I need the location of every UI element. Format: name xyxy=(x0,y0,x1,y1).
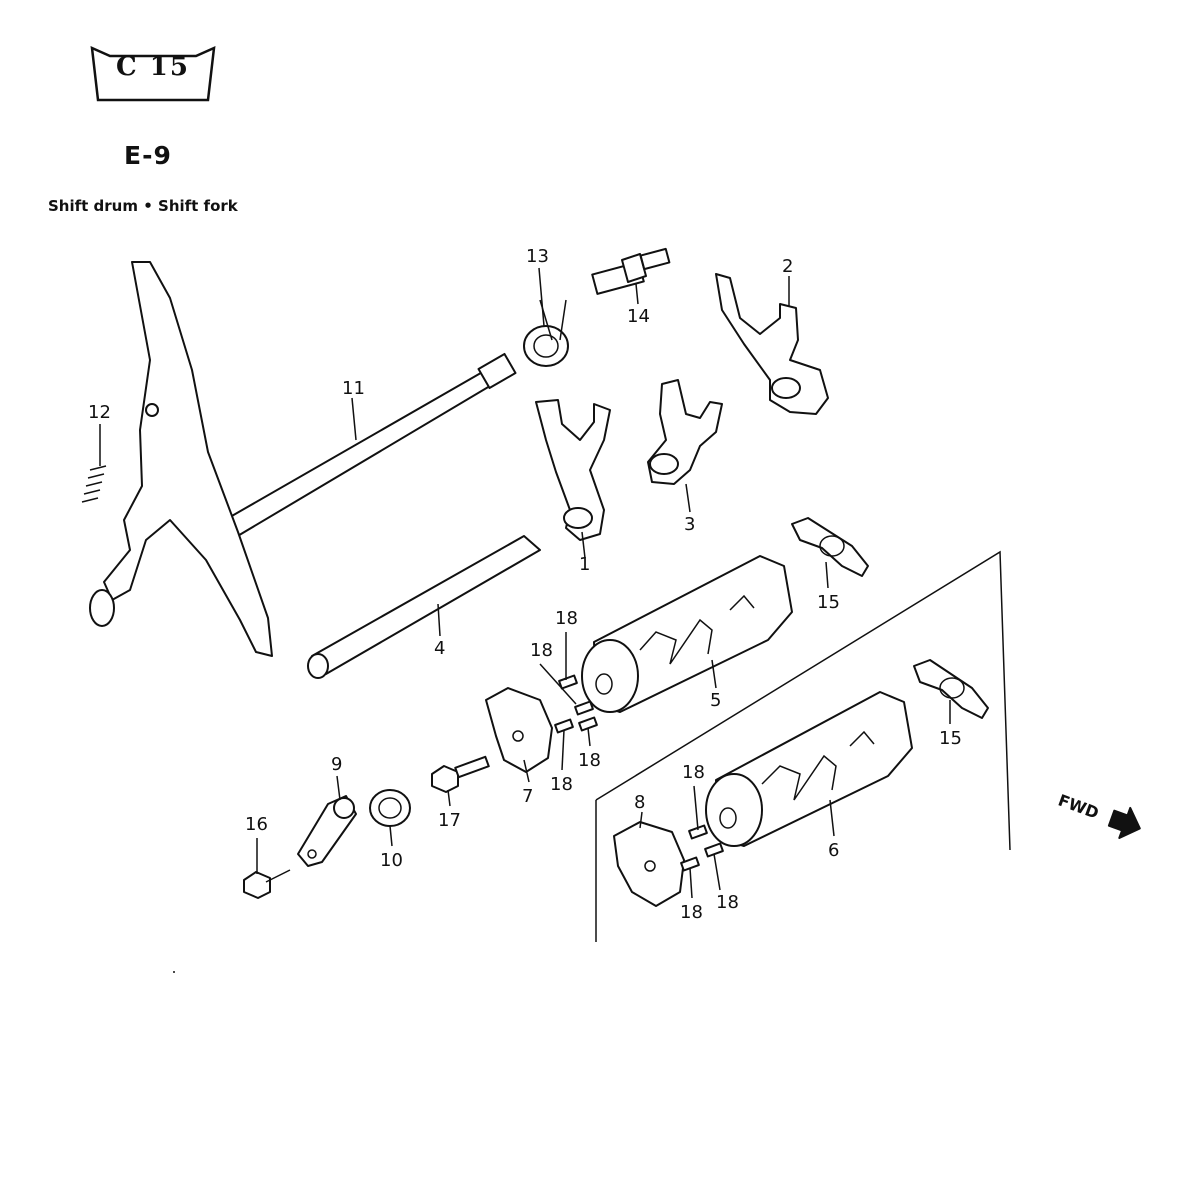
callout-18-g: 18 xyxy=(716,892,739,913)
subassembly-frame xyxy=(595,550,1011,942)
callout-1: 1 xyxy=(579,554,590,575)
callout-18-d: 18 xyxy=(578,750,601,771)
part-spring-small[interactable] xyxy=(81,465,107,503)
callout-13: 13 xyxy=(526,246,549,267)
part-shift-drum-lower[interactable] xyxy=(705,691,913,847)
callout-18-f: 18 xyxy=(680,902,703,923)
section-code: E-9 xyxy=(124,141,172,170)
badge-frame xyxy=(90,45,216,102)
callout-3: 3 xyxy=(684,514,695,535)
callout-5: 5 xyxy=(710,690,721,711)
part-hex-bolt[interactable] xyxy=(431,755,490,793)
callout-9: 9 xyxy=(331,754,342,775)
callout-6: 6 xyxy=(828,840,839,861)
part-pin-bolt[interactable] xyxy=(591,247,671,295)
part-guide-plate-lower[interactable] xyxy=(913,659,989,719)
callout-2: 2 xyxy=(782,256,793,277)
callout-8: 8 xyxy=(634,792,645,813)
callout-4: 4 xyxy=(434,638,445,659)
callout-12: 12 xyxy=(88,402,111,423)
callout-7: 7 xyxy=(522,786,533,807)
part-return-spring[interactable] xyxy=(523,299,569,367)
part-shift-fork-2[interactable] xyxy=(715,273,829,415)
fwd-label: FWD xyxy=(1056,791,1102,823)
callout-11: 11 xyxy=(342,378,365,399)
part-shift-fork-3[interactable] xyxy=(647,379,723,485)
callout-17: 17 xyxy=(438,810,461,831)
callout-18-a: 18 xyxy=(555,608,578,629)
callout-16: 16 xyxy=(245,814,268,835)
page-code-badge: C 15 xyxy=(86,44,220,104)
callout-18-b: 18 xyxy=(530,640,553,661)
part-stopper-arm[interactable] xyxy=(297,795,357,867)
part-drum-plate-lower[interactable] xyxy=(613,821,685,907)
callout-labels: 1 2 3 4 5 6 7 8 9 10 11 12 13 14 15 15 1… xyxy=(88,246,962,923)
callout-18-c: 18 xyxy=(550,774,573,795)
callout-18-e: 18 xyxy=(682,762,705,783)
callout-14: 14 xyxy=(627,306,650,327)
part-drum-plate-upper[interactable] xyxy=(485,687,553,773)
callout-10: 10 xyxy=(380,850,403,871)
part-flange-bolt[interactable] xyxy=(243,869,291,899)
stray-dot xyxy=(173,971,175,973)
part-shift-drum-upper[interactable] xyxy=(581,555,793,713)
part-stopper-spring[interactable] xyxy=(369,789,411,827)
part-shift-spindle[interactable] xyxy=(89,261,517,657)
callout-15-lower: 15 xyxy=(939,728,962,749)
forward-direction-indicator: FWD xyxy=(1056,791,1141,839)
part-shift-fork-1[interactable] xyxy=(535,399,611,541)
section-title: Shift drum • Shift fork xyxy=(48,197,238,215)
page-code: C 15 xyxy=(116,52,190,82)
leader-lines xyxy=(99,267,951,899)
part-guide-plate-upper[interactable] xyxy=(791,517,869,577)
part-fork-shaft[interactable] xyxy=(307,535,541,679)
callout-15-upper: 15 xyxy=(817,592,840,613)
part-dowel-pins[interactable] xyxy=(554,674,724,872)
